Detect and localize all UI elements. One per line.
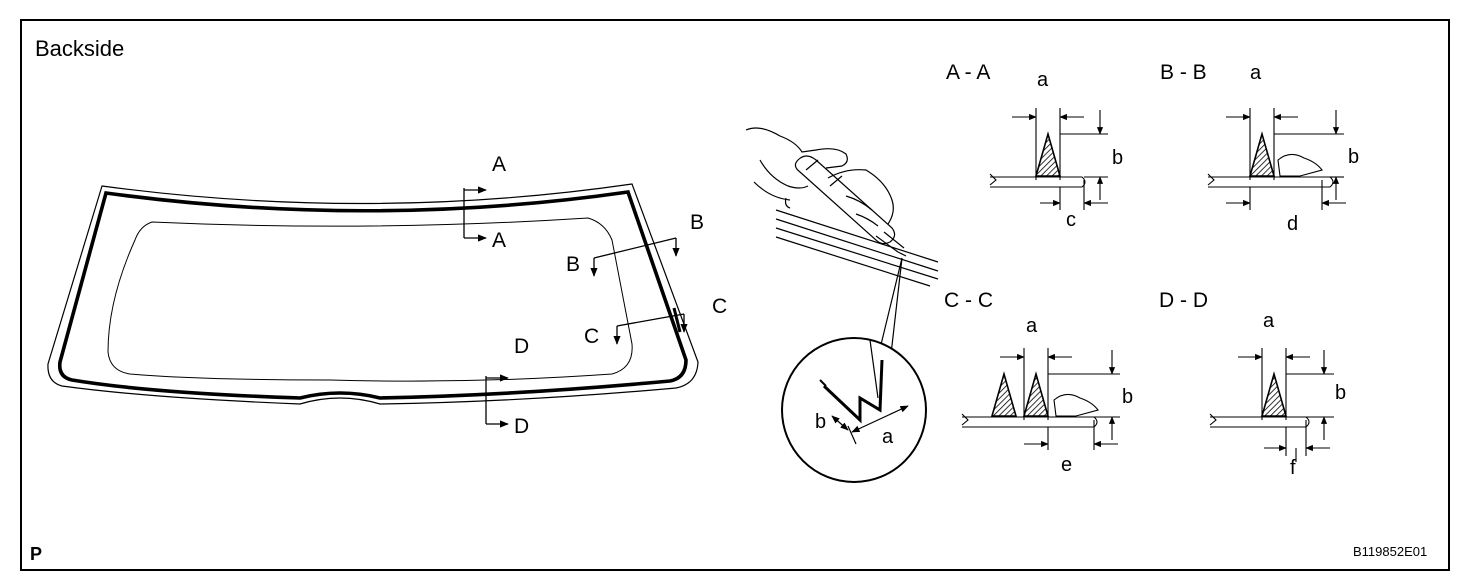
caulking-gun-illustration <box>745 127 939 483</box>
section-dd-dim-b: b <box>1335 382 1347 404</box>
section-bb-dim-b: b <box>1348 146 1360 168</box>
figure-code: B119852E01 <box>1353 544 1428 559</box>
back-window-glass <box>47 183 699 405</box>
glass-label-a-bottom: A <box>492 229 507 252</box>
glass-inner-line <box>107 217 633 382</box>
section-aa-dim-c: c <box>1066 209 1076 231</box>
glass-label-d-top: D <box>514 335 530 358</box>
section-aa-dim-b: b <box>1112 147 1124 169</box>
glass-label-c-right: C <box>712 295 728 318</box>
section-aa-drawing <box>989 108 1108 210</box>
glass-label-b-left: B <box>566 253 581 276</box>
corner-label: P <box>30 544 43 564</box>
glass-label-a-top: A <box>492 153 507 176</box>
section-aa-title: A - A <box>946 61 991 84</box>
section-bb-drawing <box>1207 108 1346 210</box>
glass-label-d-bottom: D <box>514 415 530 438</box>
section-cut-markers <box>463 186 688 428</box>
section-dd-dim-f: f <box>1290 457 1296 479</box>
section-aa-dim-a: a <box>1037 69 1049 91</box>
section-bb-dim-a: a <box>1250 62 1262 84</box>
section-bb-title: B - B <box>1160 61 1207 84</box>
detail-label-a: a <box>882 426 894 448</box>
glass-label-c-left: C <box>584 325 600 348</box>
section-cc-dim-b: b <box>1122 386 1134 408</box>
glass-outer-edge <box>47 183 699 405</box>
section-dd-title: D - D <box>1159 289 1208 312</box>
section-dd-dim-a: a <box>1263 310 1275 332</box>
detail-label-b: b <box>815 411 827 433</box>
page-title: Backside <box>35 36 125 61</box>
urethane-bead-line <box>57 190 688 400</box>
section-cc-dim-a: a <box>1026 315 1038 337</box>
figure-frame <box>20 19 1450 571</box>
section-cc-drawing <box>961 348 1120 450</box>
section-dd-drawing <box>1209 348 1334 462</box>
section-cc-title: C - C <box>944 289 993 312</box>
section-cc-dim-e: e <box>1061 454 1073 476</box>
section-bb-dim-d: d <box>1287 213 1299 235</box>
glass-label-b-right: B <box>690 211 705 234</box>
